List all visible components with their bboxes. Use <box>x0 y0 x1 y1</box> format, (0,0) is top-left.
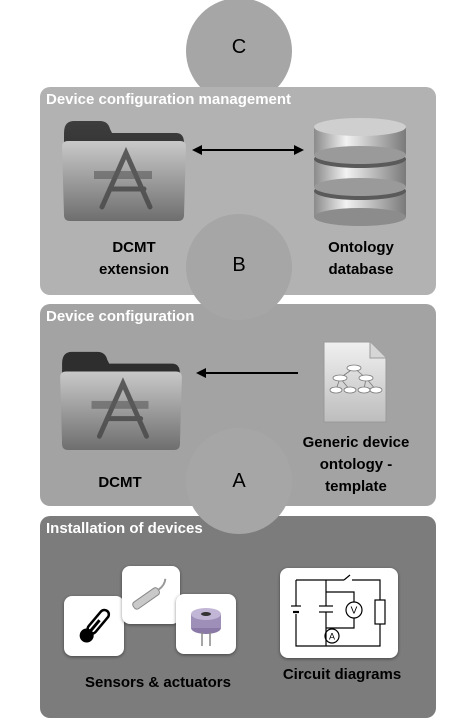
document-diagram-icon <box>323 341 387 423</box>
dcmt-extension-label: DCMT extension <box>78 237 190 281</box>
circle-a-label: A <box>232 470 246 492</box>
sensors-actuators-label: Sensors & actuators <box>85 674 231 691</box>
generic-device-ontology-label: Generic device ontology - template <box>290 432 422 498</box>
app-folder-icon <box>62 121 186 221</box>
thermometer-icon <box>79 608 111 643</box>
circle-c: C <box>186 0 292 104</box>
buzzer-icon <box>191 608 221 646</box>
panel-title: Device configuration <box>46 308 195 325</box>
generic-device-line-3: template <box>325 478 387 495</box>
svg-text:V: V <box>351 606 358 617</box>
circuit-diagram-icon: V A <box>291 574 386 647</box>
sensor-tile-probe <box>122 566 180 624</box>
database-icon <box>314 118 406 226</box>
generic-device-line-1: Generic device <box>302 434 410 451</box>
sensor-tile-thermometer <box>64 596 124 656</box>
bidirectional-arrow-icon <box>192 145 304 155</box>
ontology-database-label: Ontology database <box>306 237 416 281</box>
app-folder-icon <box>60 351 182 451</box>
panel-title: Device configuration management <box>46 91 292 108</box>
circuit-diagrams-label: Circuit diagrams <box>282 666 402 683</box>
generic-device-line-2: ontology - <box>319 456 393 473</box>
ontology-database-line-2: database <box>328 261 394 278</box>
panel-title: Installation of devices <box>46 520 203 537</box>
circle-b-label: B <box>232 254 246 276</box>
circle-c-label: C <box>231 36 247 58</box>
dcmt-extension-line-1: DCMT <box>112 239 156 256</box>
circle-a: A <box>186 428 292 534</box>
probe-sensor-icon <box>132 578 167 610</box>
ontology-database-line-1: Ontology <box>328 239 394 256</box>
dcmt-extension-line-2: extension <box>98 261 170 278</box>
sensor-tile-buzzer <box>176 594 236 654</box>
circle-b: B <box>186 214 292 320</box>
left-arrow-icon <box>196 368 298 378</box>
svg-text:A: A <box>329 632 335 642</box>
panel-installation-of-devices: Installation of devices <box>40 516 436 718</box>
circuit-diagram-tile: V A <box>280 568 398 658</box>
dcmt-label: DCMT <box>98 474 142 491</box>
